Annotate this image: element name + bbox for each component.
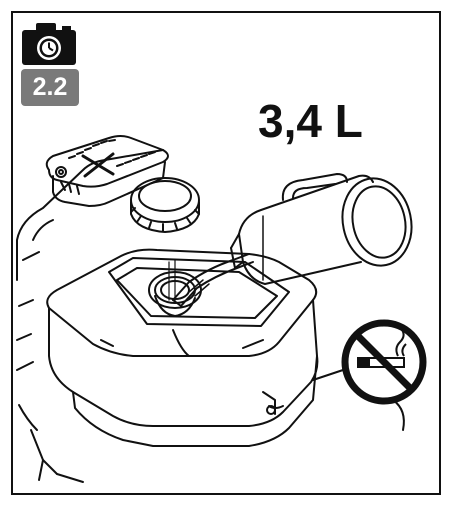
fuel-tank	[46, 248, 319, 447]
step-number-badge: 2.2	[21, 69, 79, 106]
fuel-cap	[130, 177, 200, 233]
fuel-container	[230, 173, 413, 285]
fuel-volume-label: 3,4 L	[258, 95, 363, 147]
camera-icon	[22, 23, 76, 65]
air-cleaner-cover	[45, 135, 169, 207]
engine-body	[16, 149, 164, 483]
no-smoking-icon	[341, 319, 427, 405]
fuel-pouring-illustration	[16, 135, 413, 483]
